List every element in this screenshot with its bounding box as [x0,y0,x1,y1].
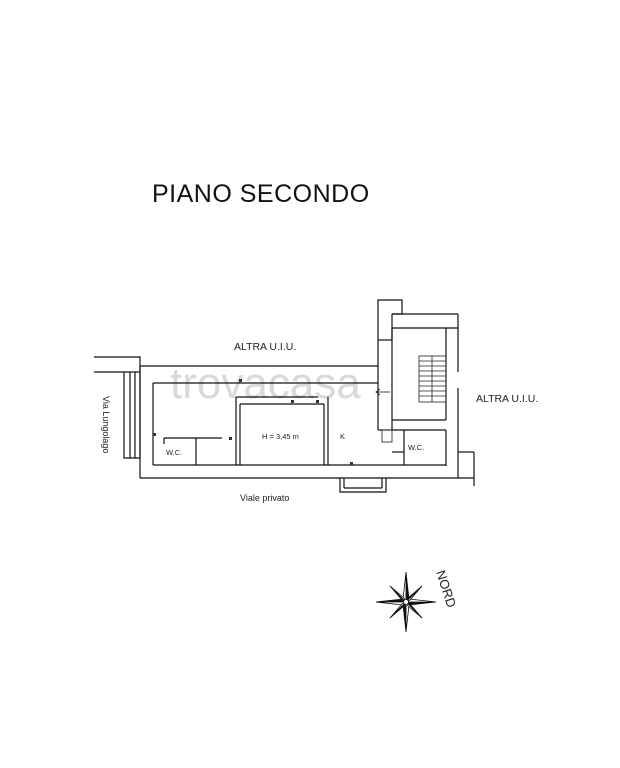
label-via-lungolago: Via Lungolago [101,396,111,453]
label-altra-right: ALTRA U.I.U. [476,393,538,405]
compass-rose-icon [375,571,437,633]
door [381,429,393,443]
label-altra-top: ALTRA U.I.U. [234,341,296,353]
staircase [418,355,447,403]
stair-arrow-icon [375,388,390,396]
page-title: PIANO SECONDO [152,180,370,208]
label-viale-privato: Viale privato [240,493,289,503]
label-wc-right: W.C. [408,443,424,452]
fixture-marks [153,379,353,465]
label-kitchen: K [340,432,345,441]
label-height: H = 3,45 m [262,432,299,441]
label-wc-left: W.C. [166,448,182,457]
label-north: NORD [433,568,459,609]
